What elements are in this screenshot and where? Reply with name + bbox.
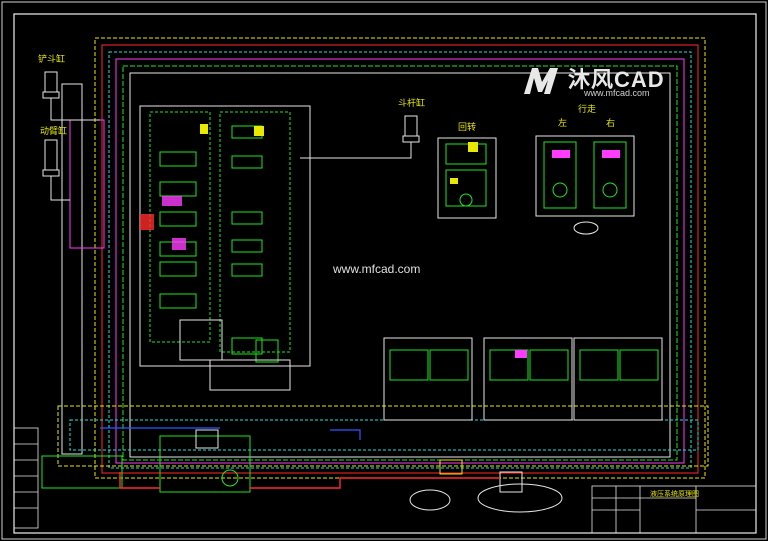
watermark-url-center: www.mfcad.com bbox=[333, 262, 421, 276]
pipe-loops bbox=[57, 37, 709, 479]
valve-colored-ports bbox=[140, 124, 264, 250]
arm-cyl-label: 斗杆缸 bbox=[398, 97, 425, 109]
travel-right-label: 右 bbox=[606, 117, 615, 129]
travel-left-label: 左 bbox=[558, 117, 567, 129]
watermark-url: www.mfcad.com bbox=[584, 88, 650, 98]
travel-label: 行走 bbox=[578, 103, 596, 115]
pilot-valve-blocks bbox=[383, 337, 663, 421]
travel-motor-units bbox=[535, 135, 635, 235]
drawing-title: 液压系统原理图 bbox=[650, 489, 699, 498]
boom-cyl-label: 动臂缸 bbox=[40, 125, 67, 137]
main-valve-bank bbox=[139, 105, 311, 391]
blue-lines bbox=[100, 427, 361, 440]
red-return-line bbox=[119, 472, 500, 489]
cylinder-labels: 铲斗缸 动臂缸 斗杆缸 bbox=[38, 53, 425, 137]
title-block bbox=[591, 485, 757, 534]
left-cylinders bbox=[42, 71, 420, 201]
watermark-logo: 沐风CAD www.mfcad.com bbox=[520, 62, 690, 102]
mf-logo-icon bbox=[524, 68, 558, 94]
swing-motor-unit bbox=[437, 137, 497, 219]
pump-group bbox=[41, 429, 563, 513]
bucket-cyl-label: 铲斗缸 bbox=[38, 53, 65, 65]
legend-table bbox=[13, 427, 39, 529]
watermark-brand: 沐风CAD bbox=[568, 67, 665, 92]
swing-label: 回转 bbox=[458, 121, 476, 133]
inner-frame bbox=[13, 13, 757, 534]
